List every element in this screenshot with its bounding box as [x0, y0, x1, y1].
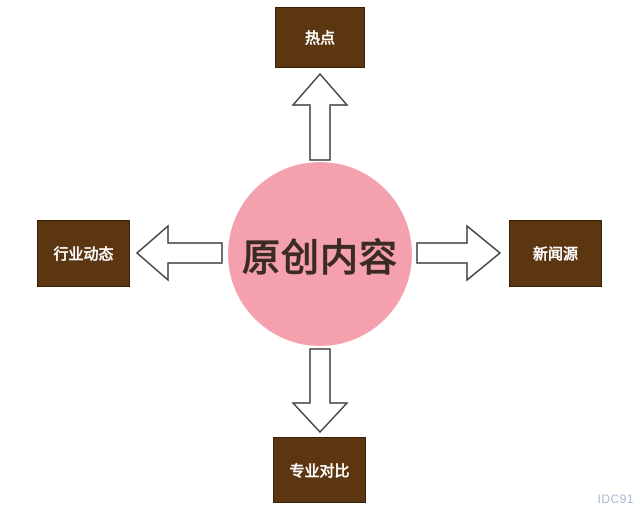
watermark: IDC91: [597, 492, 634, 506]
arrow-right: [416, 224, 502, 282]
node-professional-comparison: 专业对比: [273, 437, 366, 503]
arrow-up: [291, 72, 349, 161]
node-label-right: 新闻源: [532, 245, 578, 263]
node-label-bottom: 专业对比: [289, 461, 350, 480]
center-circle: 原创内容: [228, 162, 412, 346]
node-industry-news: 行业动态: [37, 220, 130, 287]
center-label: 原创内容: [241, 235, 398, 280]
arrow-left: [135, 224, 223, 282]
node-label-top: 热点: [304, 29, 335, 47]
arrow-down: [291, 348, 349, 434]
node-news-source: 新闻源: [509, 220, 602, 287]
node-label-left: 行业动态: [53, 245, 114, 263]
node-hot-topics: 热点: [275, 7, 365, 68]
